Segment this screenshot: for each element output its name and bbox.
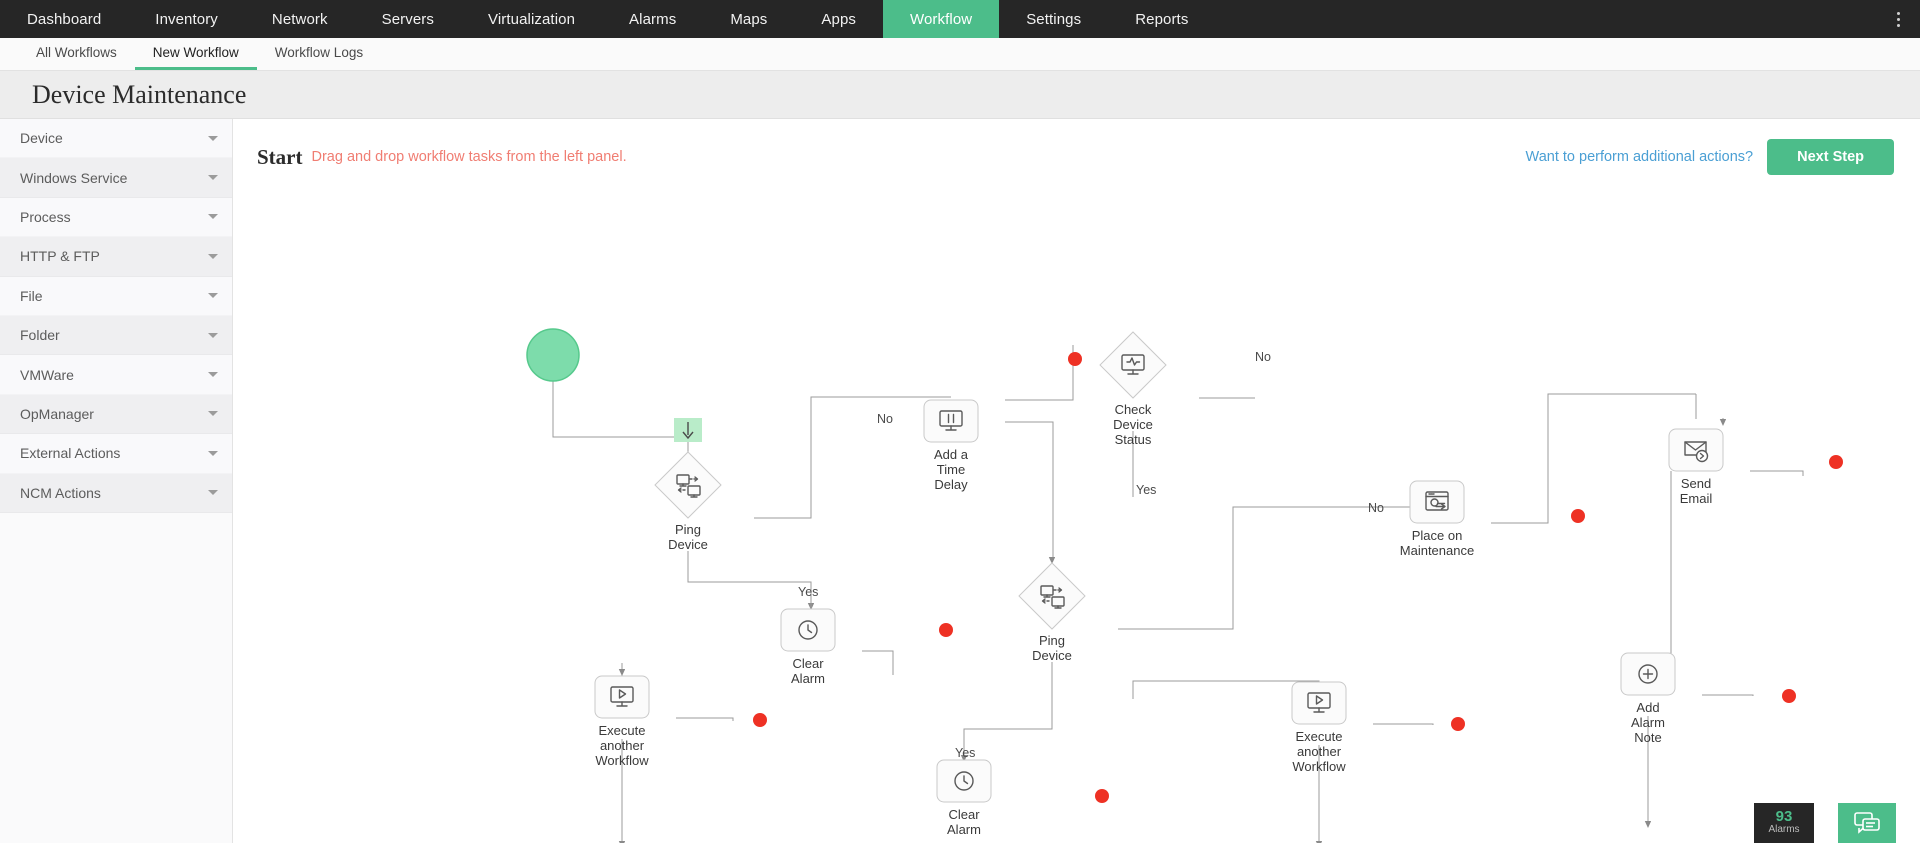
sidebar-item-label: Folder xyxy=(20,327,60,344)
play-monitor-icon xyxy=(610,686,634,707)
top-navigation: Dashboard Inventory Network Servers Virtuali… xyxy=(0,0,1920,38)
chevron-down-icon[interactable] xyxy=(208,332,218,338)
sub-navigation: All Workflows New Workflow Workflow Logs xyxy=(0,38,1920,71)
execute-workflow-node-1[interactable] xyxy=(594,675,650,719)
add-alarm-note-node[interactable] xyxy=(1620,652,1676,696)
sidebar-item-label: HTTP & FTP xyxy=(20,248,100,265)
workflow-canvas[interactable]: Start Drag and drop workflow tasks from … xyxy=(233,119,1920,843)
send-email-icon xyxy=(1684,441,1709,463)
sidebar-item-http-ftp[interactable]: HTTP & FTP xyxy=(0,237,232,277)
start-node[interactable] xyxy=(526,328,580,382)
clear-alarm-node-2[interactable] xyxy=(936,759,992,803)
topnav-item-workflow[interactable]: Workflow xyxy=(883,0,1000,38)
topnav-item-network[interactable]: Network xyxy=(271,10,328,28)
chevron-down-icon[interactable] xyxy=(208,372,218,378)
clock-plus-icon xyxy=(1638,664,1658,684)
topnav-item-alarms[interactable]: Alarms xyxy=(629,10,677,28)
alarm-count-badge[interactable]: 93 Alarms xyxy=(1754,803,1814,843)
sidebar-item-ncm-actions[interactable]: NCM Actions xyxy=(0,473,232,513)
topnav-item-inventory[interactable]: Inventory xyxy=(155,10,218,28)
alarm-caption: Alarms xyxy=(1768,824,1800,835)
drop-target-indicator[interactable] xyxy=(674,418,702,442)
page-title: Device Maintenance xyxy=(32,79,247,109)
next-step-button[interactable]: Next Step xyxy=(1767,139,1894,175)
place-on-maintenance-node[interactable] xyxy=(1409,480,1465,524)
sidebar-item-opmanager[interactable]: OpManager xyxy=(0,394,232,435)
pause-monitor-icon xyxy=(939,410,963,431)
ping-network-icon xyxy=(676,474,701,498)
sidebar-item-file[interactable]: File xyxy=(0,276,232,316)
maintenance-window-icon xyxy=(1425,491,1449,511)
subnav-item-new-workflow[interactable]: New Workflow xyxy=(134,38,257,70)
topnav-item-maps[interactable]: Maps xyxy=(730,10,768,28)
ping-device-node-2[interactable] xyxy=(1018,562,1086,630)
sidebar-item-label: File xyxy=(20,287,43,304)
sidebar-item-process[interactable]: Process xyxy=(0,197,232,238)
topnav-item-servers[interactable]: Servers xyxy=(381,10,435,28)
start-label: Start xyxy=(257,144,303,169)
sidebar-item-label: Windows Service xyxy=(20,169,128,186)
chevron-down-icon[interactable] xyxy=(208,214,218,220)
chevron-down-icon[interactable] xyxy=(208,411,218,417)
chevron-down-icon[interactable] xyxy=(208,135,218,141)
add-time-delay-node[interactable] xyxy=(923,399,979,443)
edge-label-no-1: No xyxy=(1255,350,1271,364)
canvas-header: Start Drag and drop workflow tasks from … xyxy=(233,119,1920,177)
ping-network-icon xyxy=(1040,585,1065,609)
edge-label-no-0: No xyxy=(877,412,893,426)
edge-label-yes-3: Yes xyxy=(798,585,819,599)
page-title-bar: Device Maintenance xyxy=(0,71,1920,119)
start-hint: Drag and drop workflow tasks from the le… xyxy=(311,149,627,165)
sidebar-item-device[interactable]: Device xyxy=(0,119,232,159)
sidebar-item-external-actions[interactable]: External Actions xyxy=(0,434,232,474)
execute-workflow-node-2[interactable] xyxy=(1291,681,1347,725)
sidebar-item-label: OpManager xyxy=(20,405,94,422)
vertical-dots-icon[interactable] xyxy=(1884,0,1912,38)
chevron-down-icon[interactable] xyxy=(208,253,218,259)
sidebar-item-vmware[interactable]: VMWare xyxy=(0,355,232,395)
clock-check-icon xyxy=(798,620,818,640)
sidebar-item-windows-service[interactable]: Windows Service xyxy=(0,158,232,198)
chevron-down-icon[interactable] xyxy=(208,293,218,299)
subnav-item-all-workflows[interactable]: All Workflows xyxy=(36,45,117,60)
sidebar-item-label: Process xyxy=(20,208,71,225)
sidebar-item-label: External Actions xyxy=(20,445,121,462)
edge-label-yes-5: Yes xyxy=(955,746,976,760)
send-email-node[interactable] xyxy=(1668,428,1724,472)
ping-device-node-1[interactable] xyxy=(654,451,722,519)
topnav-item-settings[interactable]: Settings xyxy=(1026,10,1082,28)
chevron-down-icon[interactable] xyxy=(208,450,218,456)
topnav-item-apps[interactable]: Apps xyxy=(821,10,856,28)
topnav-item-reports[interactable]: Reports xyxy=(1135,10,1189,28)
alarm-count: 93 xyxy=(1775,808,1793,825)
edge-label-yes-2: Yes xyxy=(1136,483,1157,497)
subnav-item-workflow-logs[interactable]: Workflow Logs xyxy=(274,45,364,60)
sidebar-item-label: Device xyxy=(20,130,63,147)
chat-bubbles-icon[interactable] xyxy=(1838,803,1896,843)
sidebar-item-folder[interactable]: Folder xyxy=(0,315,232,356)
sidebar-item-label: NCM Actions xyxy=(20,484,101,501)
check-device-status-node[interactable] xyxy=(1099,331,1167,399)
clear-alarm-node-1[interactable] xyxy=(780,608,836,652)
sidebar-item-label: VMWare xyxy=(20,366,74,383)
topnav-item-dashboard[interactable]: Dashboard xyxy=(27,10,102,28)
chevron-down-icon[interactable] xyxy=(208,175,218,181)
chevron-down-icon[interactable] xyxy=(208,490,218,496)
clock-check-icon xyxy=(954,771,974,791)
edge-label-no-4: No xyxy=(1368,501,1384,515)
topnav-item-virtualization[interactable]: Virtualization xyxy=(488,10,576,28)
play-monitor-icon xyxy=(1307,692,1331,713)
flow-connectors xyxy=(526,328,1843,843)
monitor-pulse-icon xyxy=(1121,354,1145,375)
additional-actions-link[interactable]: Want to perform additional actions? xyxy=(1525,149,1754,165)
